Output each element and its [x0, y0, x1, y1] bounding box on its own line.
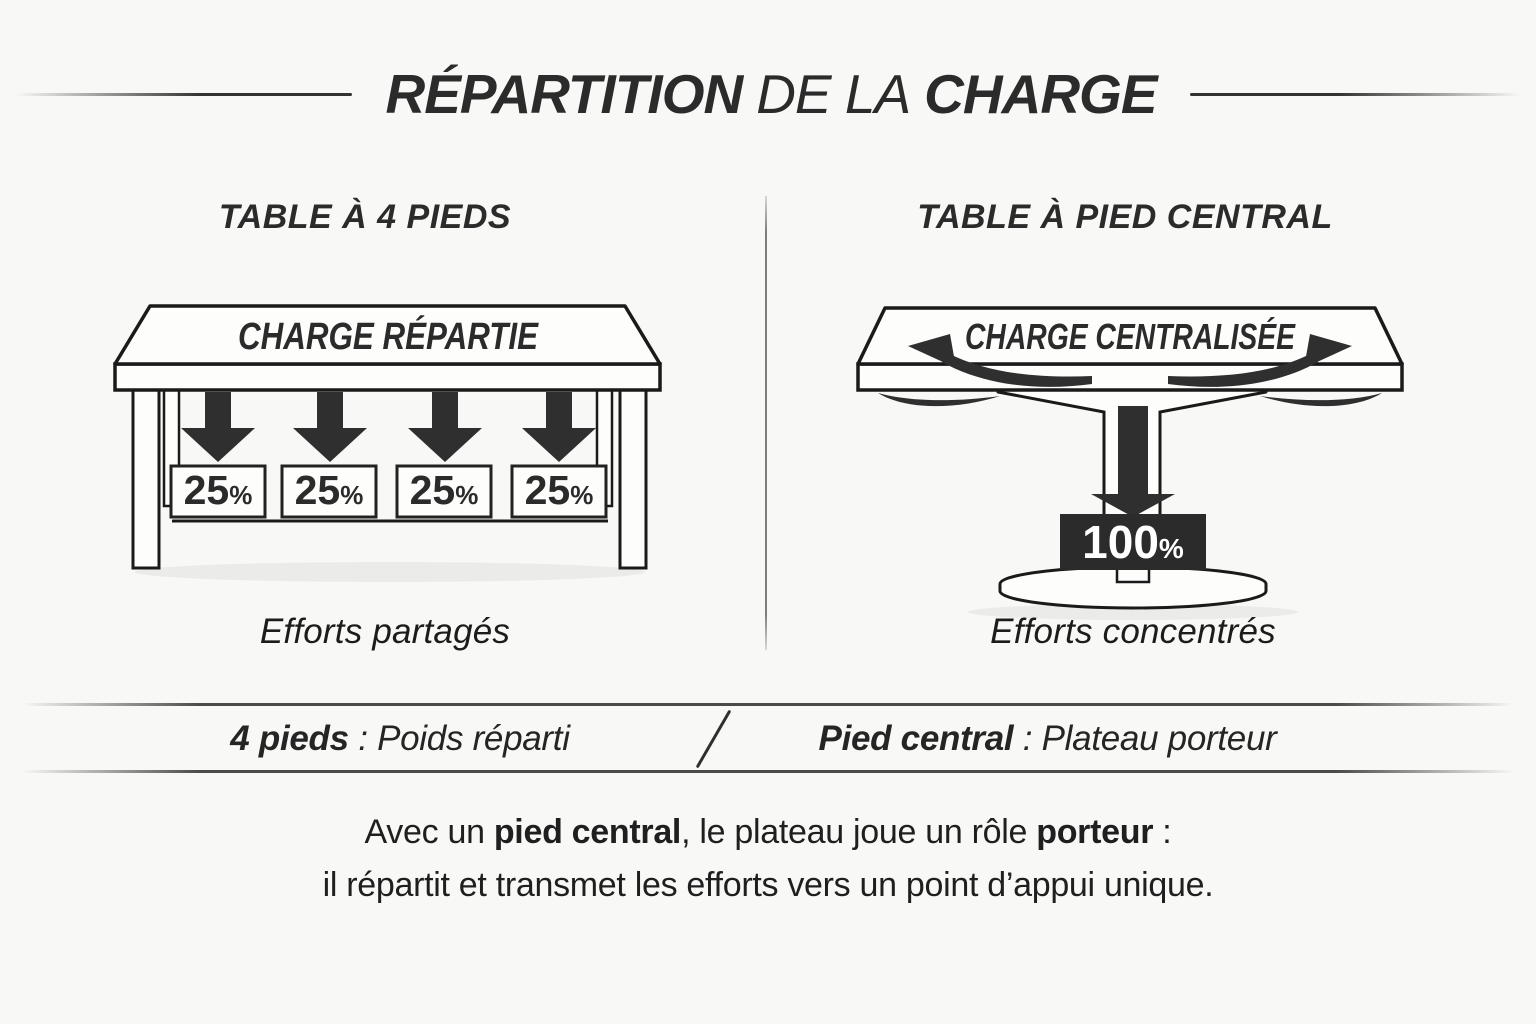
edge-shadow	[1260, 393, 1382, 407]
right-caption: Efforts concentrés	[990, 612, 1276, 651]
footer-text: Avec un	[364, 813, 494, 851]
load-box-label: 25%	[410, 467, 479, 513]
comparison-rule-top	[22, 703, 1514, 706]
right-table-label: CHARGE CENTRALISÉE	[965, 316, 1296, 357]
load-box	[510, 464, 608, 519]
comparison-left: 4 pieds : Poids réparti	[95, 719, 705, 759]
down-arrow-icon	[181, 392, 255, 462]
footer-bold-term: pied central	[493, 813, 682, 851]
four-leg-table-diagram: CHARGE RÉPARTIE 25% 25% 25% 25%	[113, 304, 662, 582]
left-caption: Efforts partagés	[259, 612, 511, 651]
load-box-dark	[1060, 514, 1206, 570]
load-box-label: 100%	[1082, 516, 1184, 568]
comparison-right-description: Plateau porteur	[1041, 719, 1277, 758]
comparison-left-separator: :	[348, 719, 378, 758]
edge-shadow	[878, 393, 1000, 407]
curved-arrow-right-head	[1304, 334, 1352, 368]
curved-arrow-left-head	[908, 334, 956, 368]
pedestal-table-diagram: CHARGE CENTRALISÉE 100%	[856, 306, 1404, 620]
table-shadow	[135, 562, 645, 582]
comparison-right-separator: :	[1013, 719, 1042, 758]
pedestal-stub	[1115, 566, 1151, 584]
footer-bold-term: porteur	[1036, 813, 1154, 851]
left-panel-heading: TABLE À 4 PIEDS	[218, 198, 512, 236]
panel-divider	[765, 196, 767, 650]
table-apron	[113, 362, 662, 392]
pedestal-base-rim	[998, 584, 1268, 610]
title-part-1: RÉPARTITION	[385, 63, 743, 125]
load-box-label: 25%	[295, 467, 364, 513]
table-shadow	[968, 604, 1298, 620]
footer-line-2: il répartit et transmet les efforts vers…	[322, 866, 1214, 904]
load-box-label: 25%	[184, 467, 253, 513]
title-part-3: CHARGE	[924, 63, 1157, 125]
down-arrow-icon	[293, 392, 367, 462]
curved-arrow-left	[942, 353, 1092, 387]
curved-arrow-right	[1168, 353, 1318, 387]
down-arrow-icon	[522, 392, 596, 462]
down-arrow-icon	[1091, 406, 1175, 517]
table-apron	[856, 362, 1404, 392]
footer-note: Avec un pied central, le plateau joue un…	[0, 806, 1536, 912]
footer-text: , le plateau joue un rôle	[681, 813, 1037, 851]
comparison-left-term: 4 pieds	[230, 719, 349, 758]
table-top	[113, 304, 662, 366]
title-rule-right	[1189, 92, 1520, 96]
title-rule-left	[16, 92, 353, 96]
load-box	[169, 464, 267, 519]
comparison-right: Pied central : Plateau porteur	[740, 719, 1355, 759]
comparison-rule-bottom	[22, 770, 1514, 773]
table-front-leg	[618, 386, 648, 570]
right-panel-heading: TABLE À PIED CENTRAL	[917, 198, 1333, 236]
load-box	[395, 464, 493, 519]
comparison-left-description: Poids réparti	[377, 719, 570, 758]
title-part-2: DE LA	[756, 63, 911, 125]
table-top	[856, 306, 1404, 366]
comparison-right-term: Pied central	[818, 719, 1014, 758]
footer-line-1: Avec un pied central, le plateau joue un…	[0, 806, 1536, 859]
load-box-label: 25%	[525, 467, 594, 513]
down-arrow-icon	[408, 392, 482, 462]
load-box	[280, 464, 378, 519]
left-table-label: CHARGE RÉPARTIE	[238, 314, 539, 358]
footer-text: :	[1153, 813, 1172, 851]
table-front-leg	[131, 386, 161, 570]
